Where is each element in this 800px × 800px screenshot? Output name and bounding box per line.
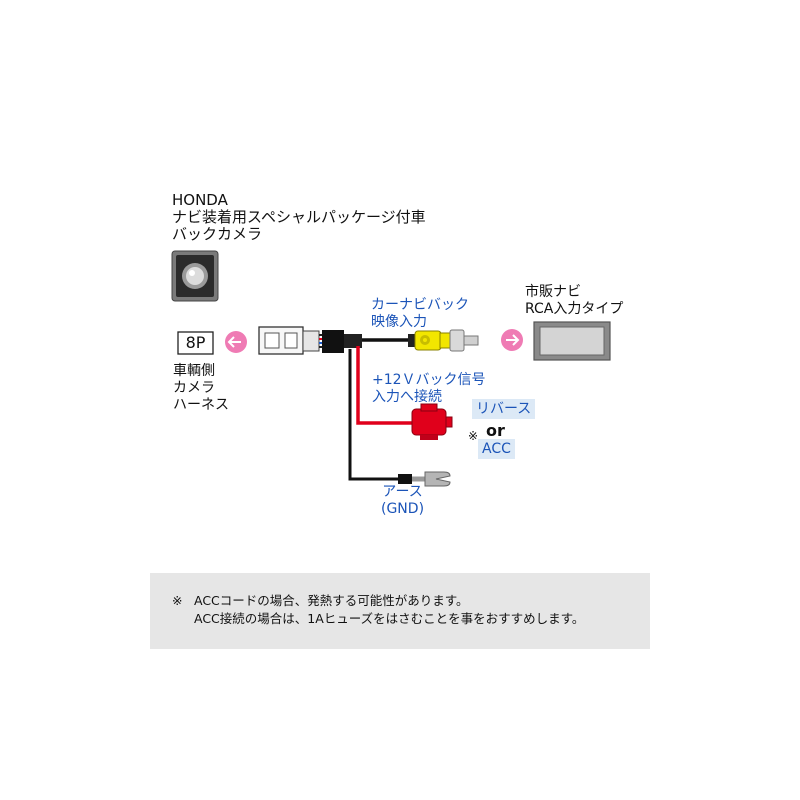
reverse-label-line-1: +12Ｖバック信号 xyxy=(372,372,486,388)
ground-label: アース (GND) xyxy=(381,484,424,518)
reverse-label-line-2: 入力へ接続 xyxy=(372,389,442,405)
acc-badge: ACC xyxy=(478,439,515,459)
option-mark: ※ xyxy=(468,429,479,443)
navi-label-line-1: 市販ナビ xyxy=(525,284,581,300)
or-label: or xyxy=(486,421,505,440)
harness-connector-icon xyxy=(258,326,320,355)
reverse-badge: リバース xyxy=(472,399,536,419)
camera-icon xyxy=(171,250,219,302)
connector-label: 8P xyxy=(185,333,206,352)
navi-label: 市販ナビ RCA入力タイプ xyxy=(525,284,623,318)
wire-bundle xyxy=(319,330,362,353)
note-box: ※ ACCコードの場合、発熱する可能性があります。 ACC接続の場合は、1Aヒュ… xyxy=(150,573,650,649)
rca-plug-icon xyxy=(408,329,479,352)
note-mark: ※ xyxy=(172,593,183,608)
camera-title: HONDA ナビ装着用スペシャルパッケージ付車 バックカメラ xyxy=(172,192,426,243)
right-arrow-icon xyxy=(501,329,523,351)
ground-terminal-icon xyxy=(398,471,451,487)
harness-line-2: カメラ xyxy=(173,380,215,396)
video-label-line-1: カーナビバック xyxy=(371,297,469,313)
power-cable xyxy=(356,346,414,425)
navi-label-line-2: RCA入力タイプ xyxy=(525,301,624,317)
ground-label-line-1: アース xyxy=(382,484,423,500)
camera-title-line-1: HONDA xyxy=(172,191,228,209)
video-input-label: カーナビバック 映像入力 xyxy=(371,297,469,331)
camera-title-line-2: ナビ装着用スペシャルパッケージ付車 xyxy=(172,208,426,226)
video-label-line-2: 映像入力 xyxy=(371,314,427,330)
ground-cable xyxy=(348,349,400,481)
navi-unit-icon xyxy=(533,321,611,361)
connector-8p-box xyxy=(177,331,214,355)
note-line-2: ACC接続の場合は、1Aヒューズをはさむことを事をおすすめします。 xyxy=(194,611,585,626)
left-arrow-icon xyxy=(225,331,247,353)
harness-line-1: 車輌側 xyxy=(173,363,215,379)
harness-label: 車輌側 カメラ ハーネス xyxy=(173,363,229,414)
note-line-1: ACCコードの場合、発熱する可能性があります。 xyxy=(194,593,469,608)
ground-label-line-2: (GND) xyxy=(381,501,425,517)
camera-title-line-3: バックカメラ xyxy=(172,225,263,243)
reverse-signal-label: +12Ｖバック信号 入力へ接続 xyxy=(372,372,486,406)
harness-line-3: ハーネス xyxy=(173,397,229,413)
red-connector-icon xyxy=(411,403,453,440)
